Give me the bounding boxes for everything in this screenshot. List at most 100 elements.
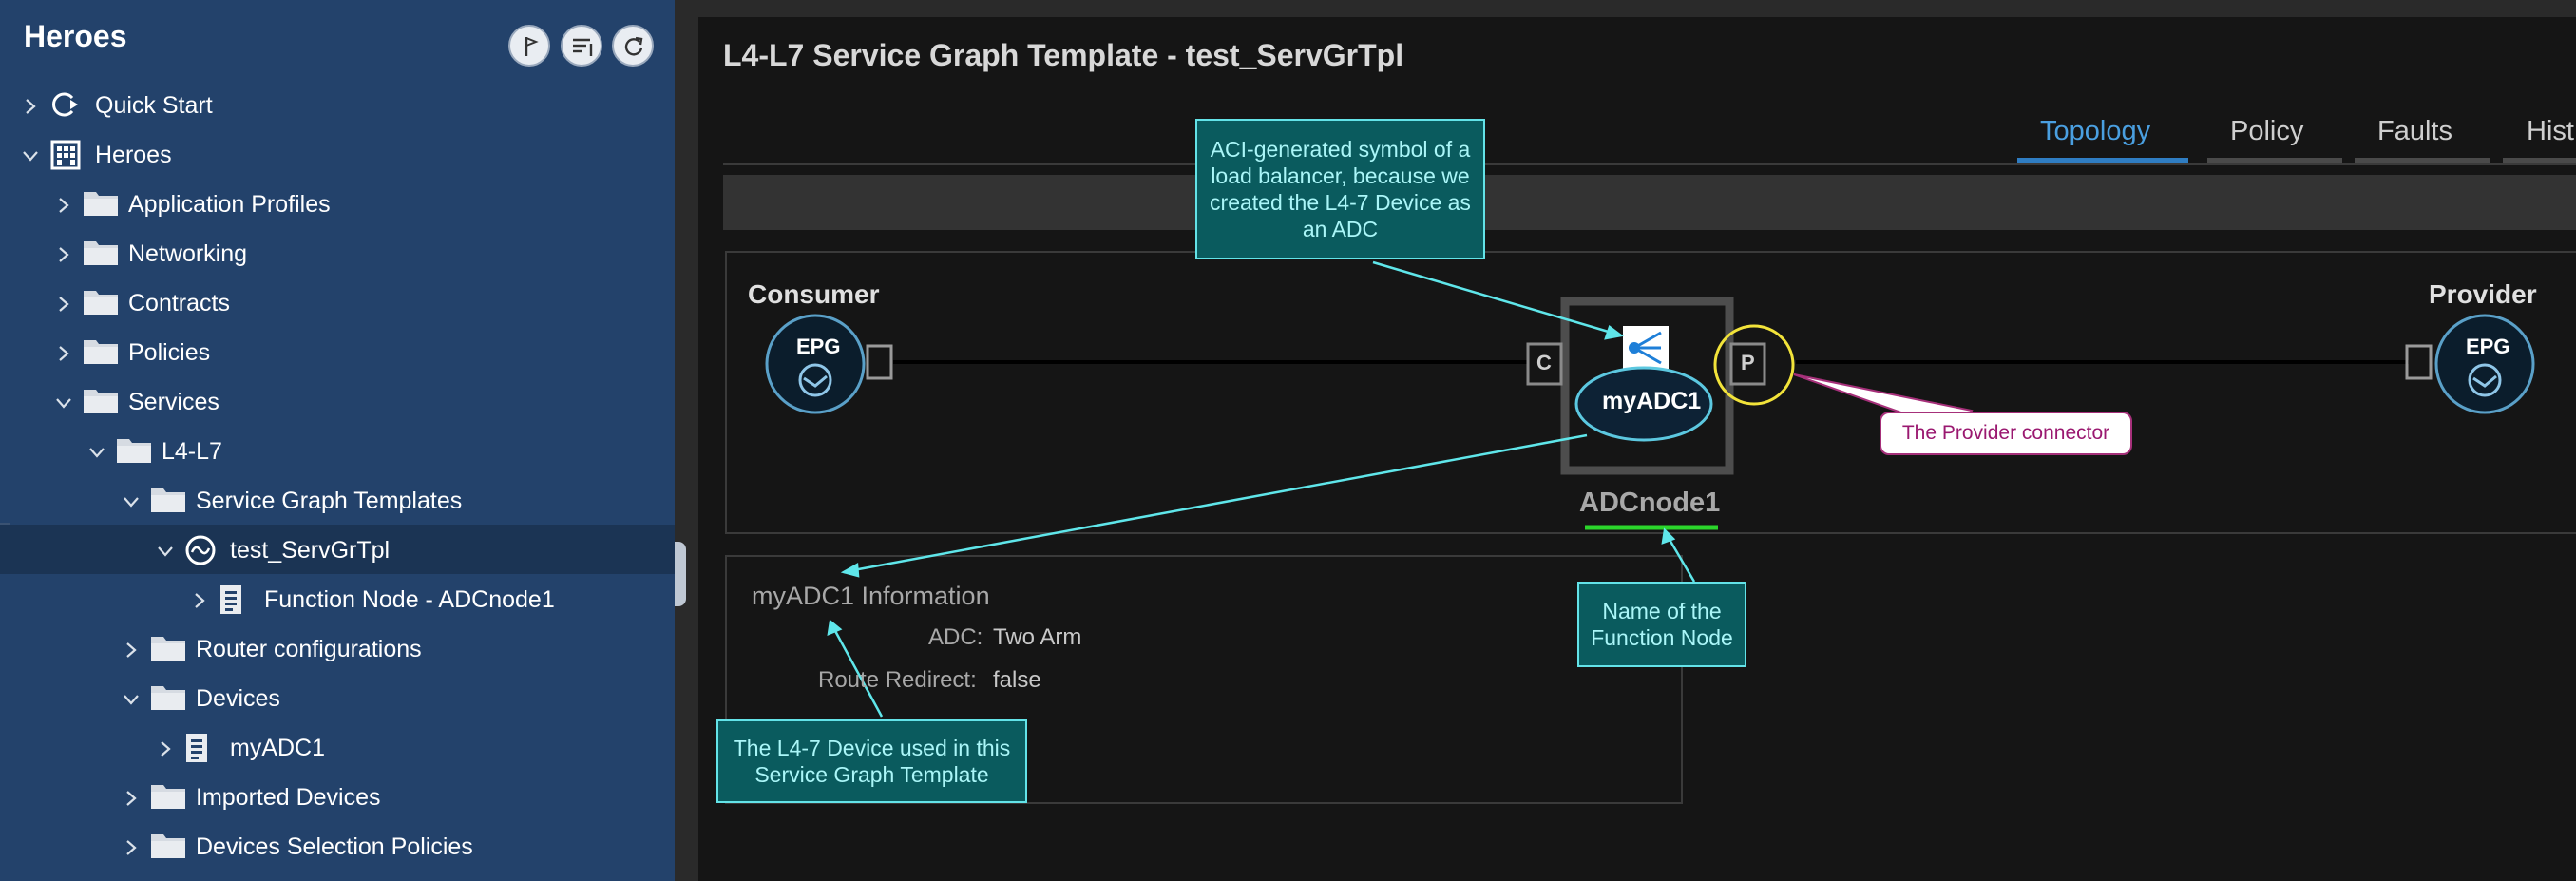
chevron-right-icon[interactable] [122, 639, 141, 658]
consumer-epg-label: EPG [796, 335, 841, 358]
chevron-down-icon[interactable] [87, 441, 106, 460]
tree-item-router-configurations[interactable]: Router configurations [0, 623, 675, 673]
device-used-callout: The L4-7 Device used in this Service Gra… [716, 719, 1027, 803]
consumer-connector-label: C [1536, 351, 1552, 374]
chevron-right-icon[interactable] [190, 589, 209, 608]
folder-icon [150, 781, 186, 816]
tree-item-label: Function Node - ADCnode1 [264, 586, 555, 613]
tree-item-devices[interactable]: Devices [0, 673, 675, 722]
sidebar-splitter[interactable] [675, 0, 698, 881]
tree-item-label: test_ServGrTpl [230, 537, 391, 564]
chevron-right-icon[interactable] [54, 342, 73, 361]
tree-item-l4-l7[interactable]: L4-L7 [0, 426, 675, 475]
service-graph-icon [184, 534, 217, 573]
folder-icon [150, 682, 186, 718]
chevron-right-icon[interactable] [122, 836, 141, 855]
tree-item-label: Router configurations [196, 636, 422, 662]
collapse-handle[interactable] [675, 542, 686, 606]
provider-connector-label: P [1741, 351, 1755, 374]
tree-item-label: Devices Selection Policies [196, 833, 473, 860]
top-strip [698, 0, 2576, 17]
tree-item-test-servgrtpl[interactable]: test_ServGrTpl [0, 525, 675, 574]
info-title: myADC1 Information [752, 582, 990, 610]
tree-item-myadc1[interactable]: myADC1 [0, 722, 675, 772]
sidebar-title: Heroes [24, 19, 127, 53]
pin-button[interactable] [508, 25, 550, 67]
tree-item-quick-start[interactable]: Quick Start [0, 80, 675, 129]
page-title: L4-L7 Service Graph Template - test_Serv… [723, 38, 1404, 72]
chevron-down-icon[interactable] [122, 490, 141, 509]
device-name-label: myADC1 [1602, 388, 1702, 414]
tree-item-service-graph-templates[interactable]: Service Graph Templates [0, 475, 675, 525]
tenant-building-icon [49, 139, 82, 178]
folder-icon [83, 287, 119, 322]
chevron-right-icon[interactable] [156, 737, 175, 757]
tree-item-application-profiles[interactable]: Application Profiles [0, 179, 675, 228]
document-icon [184, 732, 209, 771]
tree-item-contracts[interactable]: Contracts [0, 278, 675, 327]
tab-faults-underline [2355, 158, 2490, 163]
tree-item-imported-devices[interactable]: Imported Devices [0, 772, 675, 821]
tree-item-networking[interactable]: Networking [0, 228, 675, 278]
tree-item-label: Contracts [128, 290, 230, 316]
folder-icon [83, 386, 119, 421]
list-filter-icon [573, 38, 593, 56]
consumer-label: Consumer [748, 279, 880, 309]
chevron-right-icon[interactable] [122, 787, 141, 806]
tree-item-devices-selection-policies[interactable]: Devices Selection Policies [0, 821, 675, 871]
folder-icon [150, 633, 186, 668]
tree-item-label: Service Graph Templates [196, 488, 463, 514]
tree-item-label: Services [128, 389, 219, 415]
filter-button[interactable] [561, 25, 602, 67]
route-redirect-label: Route Redirect: [818, 667, 977, 693]
tabs-divider [723, 163, 2576, 165]
folder-icon [83, 238, 119, 273]
quick-start-icon [49, 89, 82, 126]
tab-history[interactable]: Hist [2527, 116, 2574, 146]
tree-item-heroes[interactable]: Heroes [0, 129, 675, 179]
chevron-right-icon[interactable] [54, 293, 73, 312]
chevron-down-icon[interactable] [54, 392, 73, 411]
tab-policy[interactable]: Policy [2230, 116, 2304, 146]
tree-item-function-node-adcnode1[interactable]: Function Node - ADCnode1 [0, 574, 675, 623]
chevron-down-icon[interactable] [156, 540, 175, 559]
provider-connector-callout: The Provider connector [1880, 412, 2132, 455]
refresh-icon [624, 36, 643, 56]
tree-item-policies[interactable]: Policies [0, 327, 675, 376]
function-node-name: ADCnode1 [1579, 488, 1721, 518]
tree-item-services[interactable]: Services [0, 376, 675, 426]
tree-item-label: Heroes [95, 142, 172, 168]
folder-icon [150, 485, 186, 520]
lb-symbol-callout: ACI-generated symbol of a load balancer,… [1195, 119, 1485, 259]
tab-history-underline [2503, 158, 2576, 163]
tree-item-label: Imported Devices [196, 784, 381, 811]
tab-topology-underline [2017, 158, 2188, 163]
chevron-right-icon[interactable] [21, 95, 40, 114]
folder-icon [83, 188, 119, 223]
toolbar-strip [723, 175, 2576, 230]
tree-item-label: myADC1 [230, 735, 326, 761]
tab-policy-underline [2207, 158, 2342, 163]
tab-topology[interactable]: Topology [2040, 116, 2151, 146]
refresh-button[interactable] [612, 25, 654, 67]
provider-epg-label: EPG [2466, 335, 2510, 358]
tree-item-label: Application Profiles [128, 191, 331, 218]
chevron-down-icon[interactable] [21, 144, 40, 163]
folder-icon [83, 336, 119, 372]
tree-item-label: Policies [128, 339, 211, 366]
tree-item-label: Quick Start [95, 92, 213, 119]
chevron-down-icon[interactable] [122, 688, 141, 707]
document-icon [219, 584, 243, 622]
tree-item-label: L4-L7 [162, 438, 222, 465]
flag-icon [525, 37, 539, 56]
adc-value: Two Arm [993, 624, 1082, 650]
folder-icon [116, 435, 152, 470]
route-redirect-value: false [993, 667, 1041, 693]
tree-item-label: Networking [128, 240, 248, 267]
chevron-right-icon[interactable] [54, 194, 73, 213]
tab-faults[interactable]: Faults [2377, 116, 2452, 146]
folder-icon [150, 831, 186, 866]
chevron-right-icon[interactable] [54, 243, 73, 262]
tree-item-label: Devices [196, 685, 280, 712]
adc-label: ADC: [928, 624, 983, 650]
